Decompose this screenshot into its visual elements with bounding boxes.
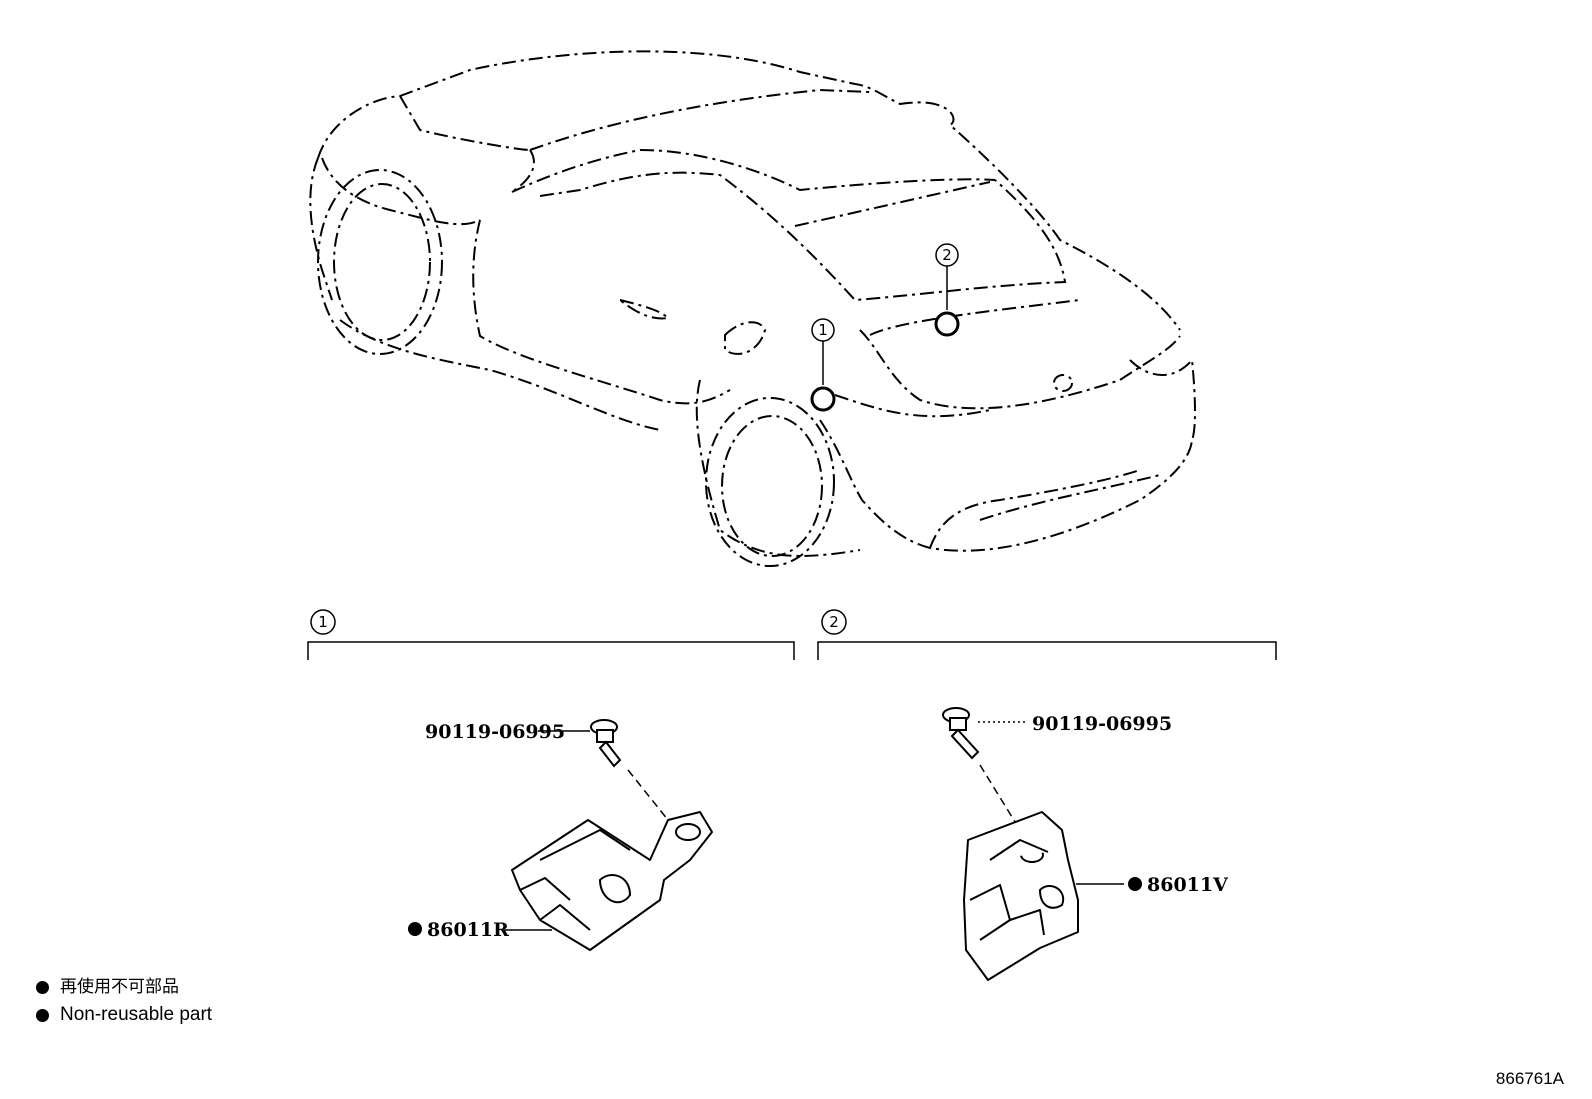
legend: 再使用不可部品 Non-reusable part xyxy=(36,973,212,1029)
non-reusable-marker-86011r xyxy=(408,922,422,936)
filled-circle-icon xyxy=(36,980,49,994)
callout-1-marker: 1 xyxy=(810,318,836,412)
group-2-number: 2 xyxy=(829,613,839,631)
vehicle-outline xyxy=(309,50,1196,567)
bolt-icon xyxy=(942,707,980,760)
group-1-number: 1 xyxy=(318,613,328,631)
legend-text-en: Non-reusable part xyxy=(60,1004,213,1025)
sensor-86011v-icon xyxy=(963,811,1079,981)
group-2-bracket xyxy=(817,609,1277,660)
part-number-90119-06995-b: 90119-06995 xyxy=(1032,713,1172,735)
callout-2-label: 2 xyxy=(942,246,952,264)
callout-1-label: 1 xyxy=(818,321,828,339)
non-reusable-marker-86011v xyxy=(1128,877,1142,891)
legend-item-en: Non-reusable part xyxy=(36,1001,212,1029)
legend-item-jp: 再使用不可部品 xyxy=(36,973,212,1001)
part-number-86011v: 86011V xyxy=(1147,874,1229,896)
part-number-86011r: 86011R xyxy=(427,919,509,941)
filled-circle-icon xyxy=(36,1008,49,1022)
callout-2-marker: 2 xyxy=(934,243,960,337)
bolt-icon xyxy=(590,719,622,768)
group-1-bracket xyxy=(307,609,795,660)
illustration-code: 866761A xyxy=(1495,1069,1564,1088)
sensor-86011r-icon xyxy=(511,811,713,951)
part-number-90119-06995-a: 90119-06995 xyxy=(425,721,565,743)
legend-text-jp: 再使用不可部品 xyxy=(60,977,179,997)
